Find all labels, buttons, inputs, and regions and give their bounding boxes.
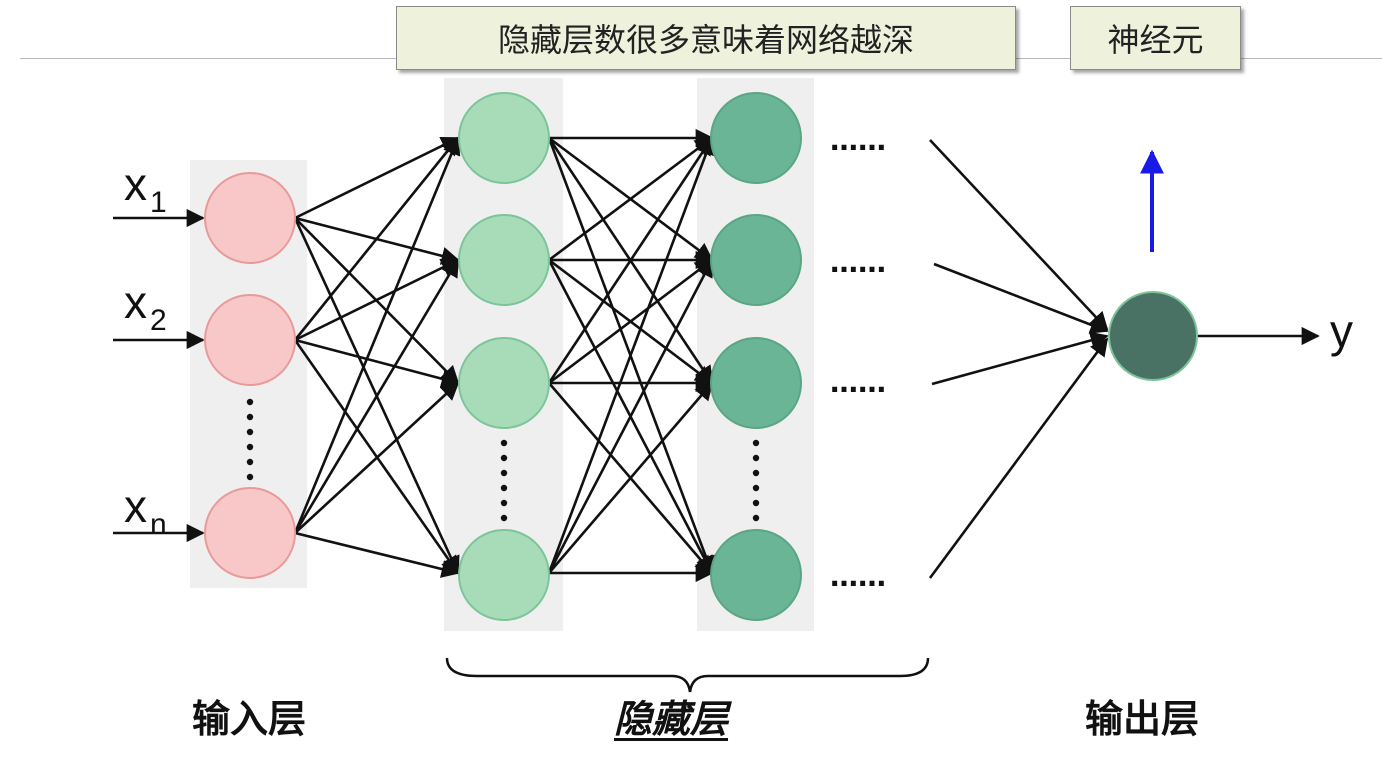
output-layer-label: 输出层 xyxy=(1085,697,1200,741)
ellipsis-row-4: …… xyxy=(830,560,886,593)
output-node xyxy=(1108,291,1198,381)
ellipsis-row-3: …… xyxy=(830,366,886,399)
hidden2-node-2 xyxy=(710,214,802,306)
hidden2-node-n xyxy=(710,529,802,621)
hidden1-nodes xyxy=(458,92,550,621)
hidden-layers-brace xyxy=(445,657,930,693)
edges-hidden1-to-hidden2 xyxy=(547,128,715,583)
vertical-dots xyxy=(246,398,760,522)
callout-depth-note: 隐藏层数很多意味着网络越深 xyxy=(396,6,1016,70)
input-nodes xyxy=(204,172,296,579)
hidden2-node-3 xyxy=(710,337,802,429)
hidden-layer-label: 隐藏层 xyxy=(614,697,729,741)
ellipsis-row-2: …… xyxy=(830,246,886,279)
input-layer-label: 输入层 xyxy=(192,697,307,741)
callout-neuron: 神经元 xyxy=(1070,6,1241,70)
input-node-1 xyxy=(204,172,296,264)
hidden1-node-n xyxy=(458,529,550,621)
hidden1-node-1 xyxy=(458,92,550,184)
hidden2-nodes xyxy=(710,92,802,621)
ellipsis-row-1: …… xyxy=(830,124,886,157)
input-node-n xyxy=(204,487,296,579)
hidden1-node-3 xyxy=(458,337,550,429)
input-node-2 xyxy=(204,294,296,386)
hidden2-node-1 xyxy=(710,92,802,184)
input-arrows xyxy=(113,208,205,543)
edges-to-output xyxy=(928,139,1109,579)
output-label-y: y xyxy=(1330,305,1353,357)
hidden1-node-2 xyxy=(458,214,550,306)
edges-input-to-hidden1 xyxy=(293,136,461,578)
